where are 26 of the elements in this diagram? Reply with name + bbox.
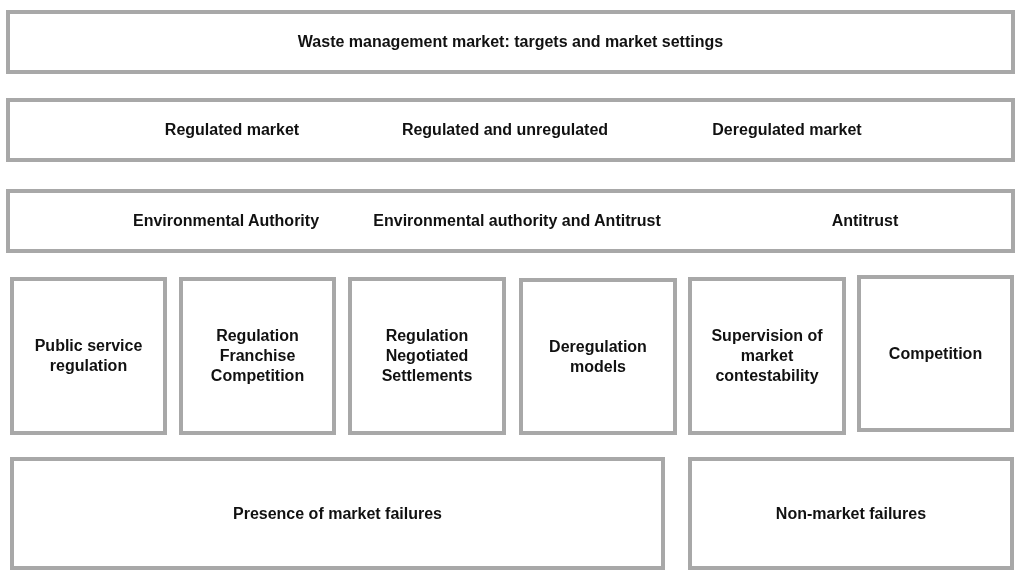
box-label: Presence of market failures — [233, 503, 442, 524]
band-box — [6, 98, 1015, 162]
band-label: Regulated market — [164, 120, 300, 140]
concept-box — [179, 277, 336, 435]
box-label: Regulation Negotiated Settlements — [380, 326, 474, 386]
box-label: Non-market failures — [775, 503, 927, 524]
band-box — [10, 457, 665, 570]
band-box — [688, 457, 1014, 570]
concept-box — [10, 277, 167, 435]
band-label: Deregulated market — [712, 120, 862, 140]
concept-box — [348, 277, 506, 435]
box-label: Regulation Franchise Competition — [209, 326, 306, 386]
band-label: Environmental Authority — [132, 211, 320, 231]
band-box — [6, 10, 1015, 74]
band-label: Regulated and unregulated — [401, 120, 609, 140]
box-label: Supervision of market contestability — [710, 326, 824, 386]
band-label: Environmental authority and Antitrust — [373, 211, 661, 231]
concept-box — [519, 278, 677, 435]
concept-box — [688, 277, 846, 435]
band-box — [6, 189, 1015, 253]
box-label: Public service regulation — [33, 336, 144, 376]
box-label: Waste management market: targets and market settings — [297, 32, 724, 52]
box-label: Deregulation models — [548, 336, 648, 377]
box-label: Competition — [888, 343, 983, 364]
concept-box — [857, 275, 1014, 432]
band-label: Antitrust — [831, 211, 899, 231]
